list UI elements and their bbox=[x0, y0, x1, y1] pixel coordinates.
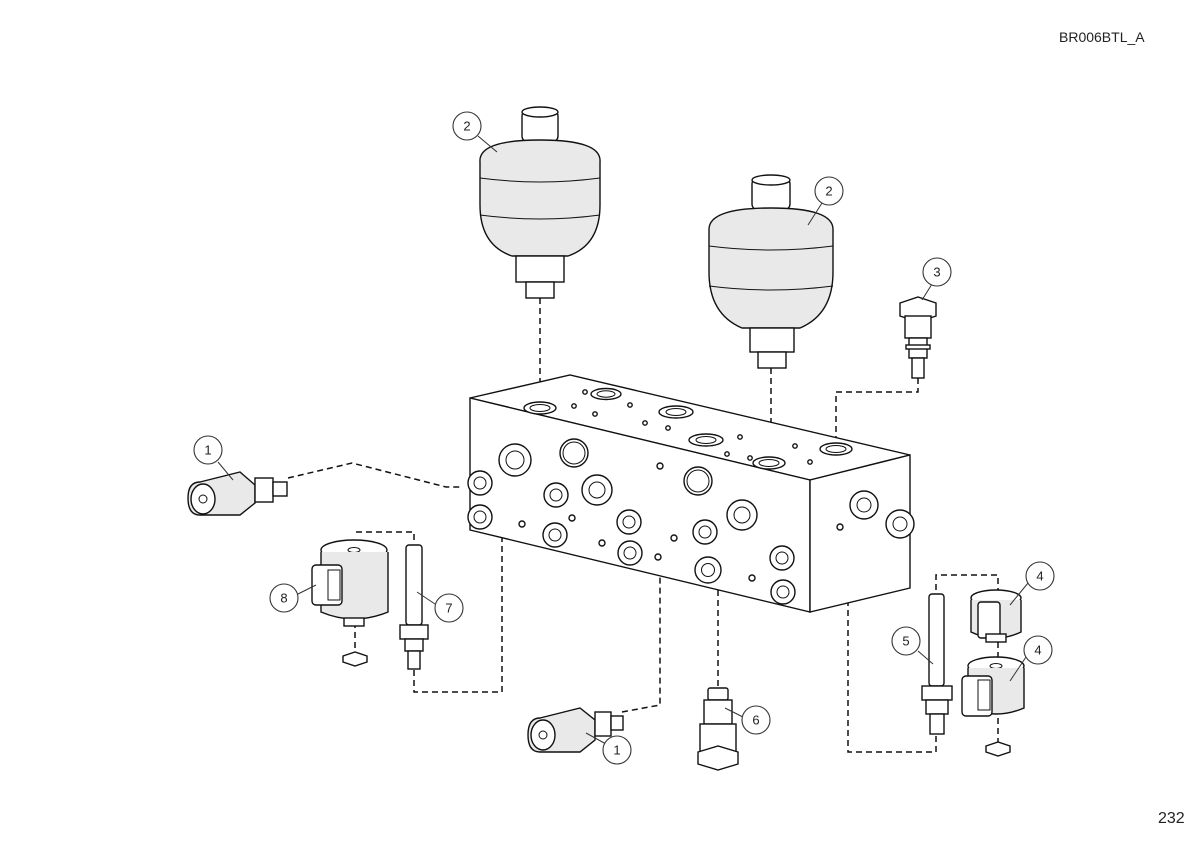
cartridge-valve-3 bbox=[899, 296, 937, 379]
coil-4-upper bbox=[970, 589, 1022, 643]
callout-pointers bbox=[217, 135, 1029, 745]
accumulator-left bbox=[479, 106, 601, 299]
callout-label: 4 bbox=[1036, 569, 1043, 584]
callout-label: 8 bbox=[280, 591, 287, 606]
callout-1-upper: 1 bbox=[193, 435, 223, 465]
callout-label: 1 bbox=[204, 443, 211, 458]
manifold-block bbox=[467, 374, 915, 613]
callout-label: 2 bbox=[825, 184, 832, 199]
solenoid-stem-7 bbox=[399, 544, 429, 670]
callout-label: 6 bbox=[752, 713, 759, 728]
callout-label: 4 bbox=[1034, 643, 1041, 658]
callout-3: 3 bbox=[922, 257, 952, 287]
callout-label: 3 bbox=[933, 265, 940, 280]
relief-valve-1-upper bbox=[187, 471, 288, 516]
callout-label: 2 bbox=[463, 119, 470, 134]
callout-label: 1 bbox=[613, 743, 620, 758]
drawing-id: BR006BTL_A bbox=[1059, 29, 1145, 45]
page-number: 232 bbox=[1158, 810, 1185, 827]
accumulator-right bbox=[708, 174, 834, 369]
check-valve-6 bbox=[697, 687, 739, 771]
callout-7: 7 bbox=[434, 593, 464, 623]
callout-8: 8 bbox=[269, 583, 299, 613]
relief-valve-1-lower bbox=[527, 707, 624, 753]
callout-label: 5 bbox=[902, 634, 909, 649]
callout-1-lower: 1 bbox=[602, 735, 632, 765]
solenoid-coil-8 bbox=[311, 539, 389, 667]
callout-2-right: 2 bbox=[814, 176, 844, 206]
callout-5: 5 bbox=[891, 626, 921, 656]
coil-4-lower bbox=[961, 656, 1025, 757]
callout-4-upper: 4 bbox=[1025, 561, 1055, 591]
callout-6: 6 bbox=[741, 705, 771, 735]
assembly-leader-lines bbox=[287, 298, 999, 753]
callout-2-left: 2 bbox=[452, 111, 482, 141]
callout-label: 7 bbox=[445, 601, 452, 616]
callout-4-lower: 4 bbox=[1023, 635, 1053, 665]
solenoid-stem-5 bbox=[921, 593, 953, 735]
